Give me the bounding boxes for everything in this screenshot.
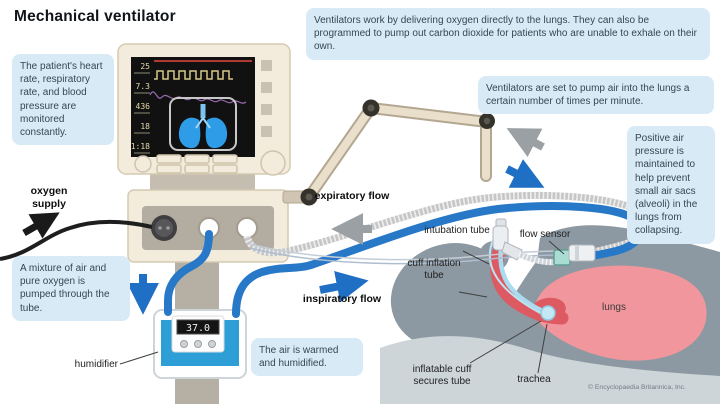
expiratory-port bbox=[236, 217, 258, 239]
humidifier-display-value: 37.0 bbox=[186, 323, 210, 334]
label-humidifier: humidifier bbox=[74, 359, 118, 370]
catheter-mount-ribs bbox=[517, 251, 557, 266]
reading-ratio: 1:18 bbox=[131, 142, 150, 151]
label-intubation-tube: intubation tube bbox=[424, 225, 490, 236]
monitor-side-buttons[interactable] bbox=[261, 60, 272, 137]
waveform-ecg bbox=[149, 91, 247, 104]
inflatable-cuff-shape bbox=[540, 305, 556, 321]
ventilator-machine: 37.0 25 7.3 436 18 1:18 bbox=[117, 43, 291, 404]
label-inflatable-cuff: inflatable cuff secures tube bbox=[412, 364, 472, 388]
humidifier-unit: 37.0 bbox=[153, 309, 247, 379]
label-oxygen-supply: oxygen supply bbox=[30, 185, 68, 210]
cuff-inflation-tube-shape bbox=[488, 239, 545, 316]
waveform-respiration bbox=[154, 70, 233, 80]
elbow-connector bbox=[501, 241, 523, 261]
screen-lungs-frame bbox=[169, 97, 237, 151]
arm-joints bbox=[300, 99, 495, 206]
callout-air-mixture: A mixture of air and pure oxygen is pump… bbox=[12, 256, 130, 321]
sensor-cable bbox=[249, 243, 575, 261]
oxygen-supply-cable bbox=[0, 219, 153, 261]
callout-pump-rate: Ventilators are set to pump air into the… bbox=[478, 76, 714, 115]
callout-positive-pressure: Positive air pressure is maintained to h… bbox=[627, 126, 715, 244]
bed bbox=[380, 336, 720, 404]
flow-arrows bbox=[22, 128, 545, 315]
inlet-pin bbox=[158, 226, 162, 230]
airway-connectors bbox=[492, 218, 596, 266]
inspiratory-tube bbox=[232, 202, 644, 318]
oxygen-supply-arrow bbox=[22, 212, 60, 239]
loop-inspiratory-arrow bbox=[505, 159, 545, 188]
reading-3: 436 bbox=[136, 102, 151, 111]
leader-lines bbox=[119, 240, 565, 374]
loop-expiratory-arrow bbox=[506, 128, 545, 158]
humidifier-inlet-tube bbox=[164, 230, 213, 316]
reading-2: 7.3 bbox=[136, 82, 151, 91]
sensor-cable bbox=[249, 247, 575, 265]
label-inspiratory-flow: inspiratory flow bbox=[302, 293, 382, 305]
callout-monitoring: The patient's heart rate, respiratory ra… bbox=[12, 54, 114, 146]
support-arm bbox=[282, 99, 495, 206]
reading-4: 18 bbox=[140, 122, 150, 131]
lungs-shape bbox=[536, 265, 707, 361]
sensor-adapter bbox=[568, 244, 596, 262]
reading-underlines bbox=[134, 72, 150, 154]
reading-heart-rate: 25 bbox=[140, 62, 150, 71]
callout-how-it-works: Ventilators work by delivering oxygen di… bbox=[306, 8, 710, 60]
patient-monitor: 25 7.3 436 18 1:18 bbox=[117, 43, 291, 176]
label-lungs: lungs bbox=[602, 302, 626, 313]
label-cuff-inflation-tube: cuff inflation tube bbox=[407, 258, 461, 282]
oxygen-inlet-inner bbox=[155, 219, 173, 237]
humidifier-display bbox=[176, 319, 220, 335]
breathing-circuit bbox=[164, 191, 654, 318]
label-expiratory-flow: expiratory flow bbox=[314, 190, 390, 202]
label-flow-sensor: flow sensor bbox=[519, 229, 571, 240]
lungs-icon bbox=[178, 104, 228, 149]
credit-line: © Encyclopaedia Britannica, Inc. bbox=[588, 384, 686, 391]
humidifier-button[interactable] bbox=[208, 340, 216, 348]
humidifier-button[interactable] bbox=[180, 340, 188, 348]
label-trachea: trachea bbox=[517, 374, 551, 385]
humidifier-button[interactable] bbox=[194, 340, 202, 348]
page-title: Mechanical ventilator bbox=[14, 8, 176, 25]
inlet-pin bbox=[166, 226, 170, 230]
callout-warmed-air: The air is warmed and humidified. bbox=[251, 338, 363, 377]
adapter-band bbox=[575, 245, 579, 261]
monitor-front-controls[interactable] bbox=[134, 150, 286, 176]
monitor-knob bbox=[260, 150, 286, 176]
inspiratory-arrow bbox=[319, 270, 369, 303]
